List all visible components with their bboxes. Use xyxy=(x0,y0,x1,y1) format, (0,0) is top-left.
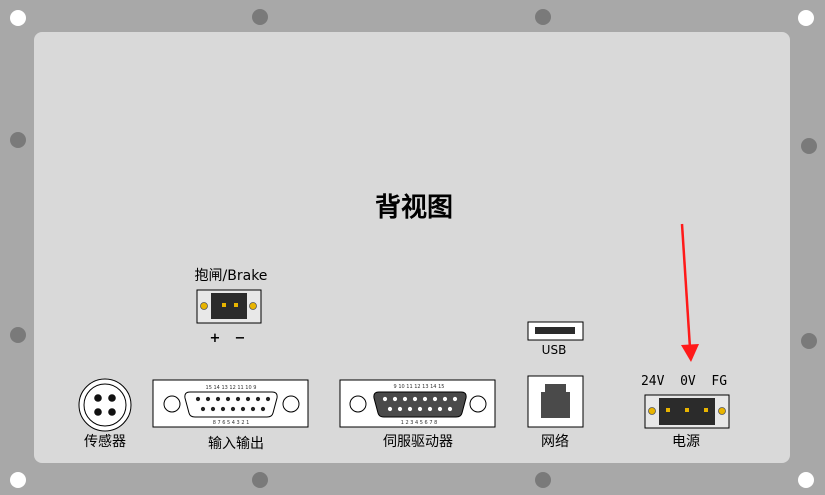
sensor-connector xyxy=(78,378,132,432)
power-label: 电源 xyxy=(672,434,700,450)
power-connector xyxy=(644,394,730,429)
servo-top-pin-numbers: 9 10 11 12 13 14 15 xyxy=(394,384,445,390)
mounting-hole-icon xyxy=(10,472,26,488)
io-top-pin-numbers: 15 14 13 12 11 10 9 xyxy=(206,385,257,391)
page-title: 背视图 xyxy=(375,193,453,223)
brake-plus-label: + xyxy=(210,331,221,346)
brake-terminal-block xyxy=(211,293,247,319)
mounting-hole-icon xyxy=(252,9,268,25)
brake-minus-label: − xyxy=(235,331,246,346)
mounting-hole-icon xyxy=(10,132,26,148)
brake-label: 抱闸/Brake xyxy=(195,268,268,284)
mounting-hole-icon xyxy=(252,472,268,488)
arrow-icon xyxy=(680,223,699,362)
mounting-hole-icon xyxy=(798,10,814,26)
io-label: 输入输出 xyxy=(208,436,264,452)
servo-connector: 9 10 11 12 13 14 15 1 2 3 4 5 6 7 8 xyxy=(339,379,496,428)
mounting-hole-icon xyxy=(801,138,817,154)
io-bottom-pin-numbers: 8 7 6 5 4 3 2 1 xyxy=(213,420,250,426)
servo-label: 伺服驱动器 xyxy=(383,434,453,450)
mounting-hole-icon xyxy=(798,472,814,488)
mounting-hole-icon xyxy=(801,333,817,349)
network-label: 网络 xyxy=(541,434,569,450)
io-connector: 15 14 13 12 11 10 9 8 7 6 5 4 3 2 1 xyxy=(152,379,309,428)
servo-bottom-pin-numbers: 1 2 3 4 5 6 7 8 xyxy=(401,420,438,426)
sensor-label: 传感器 xyxy=(84,433,126,450)
usb-label: USB xyxy=(542,343,567,357)
network-port xyxy=(527,375,584,428)
usb-port xyxy=(527,321,584,341)
mounting-hole-icon xyxy=(10,327,26,343)
rear-panel xyxy=(34,32,790,463)
mounting-holes xyxy=(10,9,817,488)
mounting-hole-icon xyxy=(535,472,551,488)
brake-connector xyxy=(196,289,262,324)
mounting-hole-icon xyxy=(535,9,551,25)
power-pins-label: 24V 0V FG xyxy=(641,374,727,389)
mounting-hole-icon xyxy=(10,10,26,26)
